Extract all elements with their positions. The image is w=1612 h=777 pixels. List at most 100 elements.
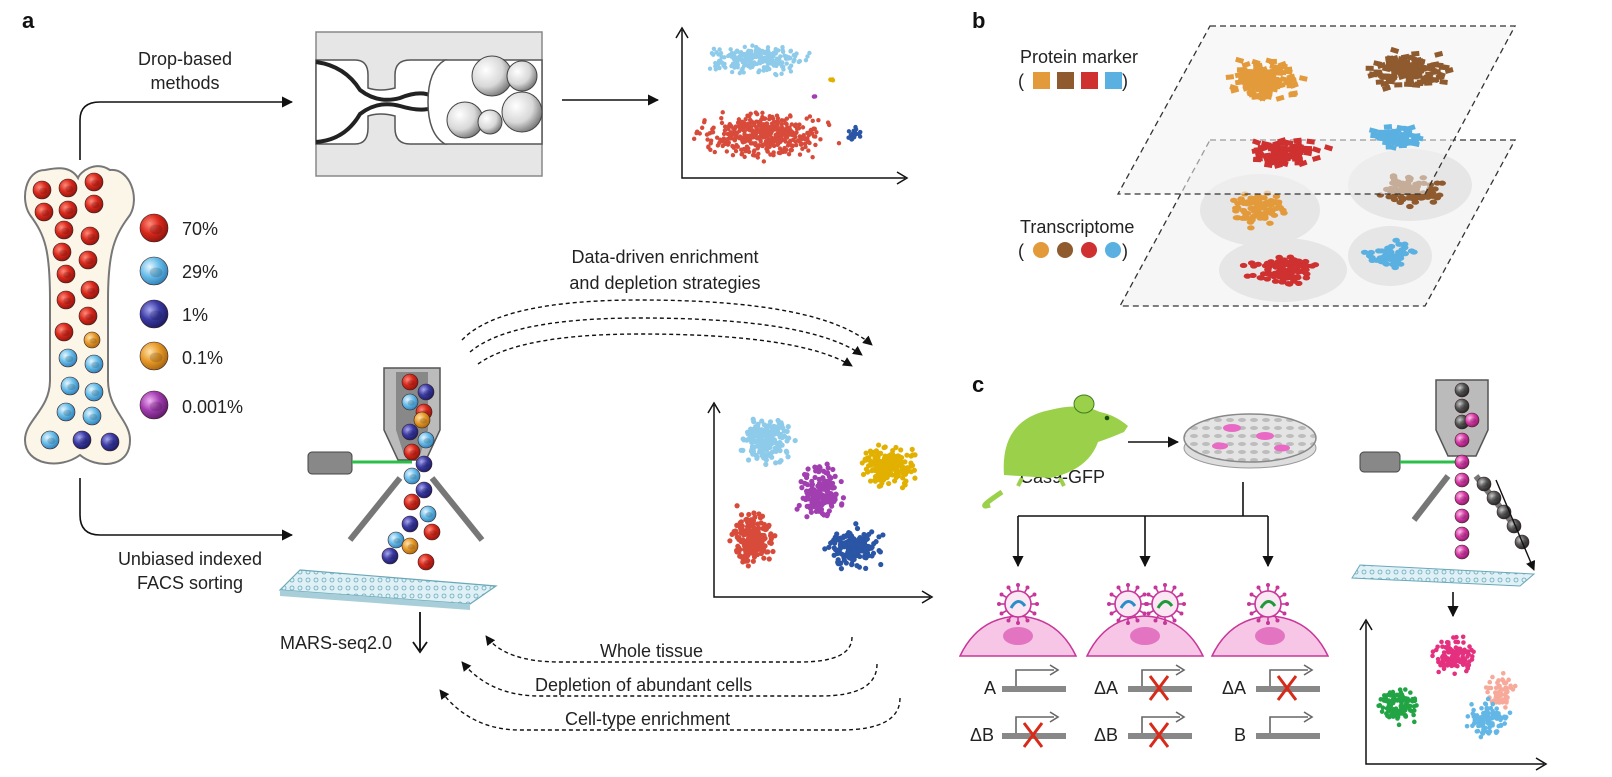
gene-locus [1002, 664, 1066, 692]
protein-marker [1377, 129, 1386, 135]
sorted-cell [415, 481, 433, 499]
scatter-point [850, 541, 856, 548]
transcript-marker [1385, 194, 1393, 200]
scatter-point [740, 126, 745, 132]
protein-marker [1434, 50, 1444, 58]
transcript-marker [1271, 278, 1280, 284]
droplet [446, 101, 484, 139]
sorted-cell [381, 547, 399, 565]
scatter-point [769, 61, 774, 66]
scatter-point [892, 478, 898, 484]
protein-marker [1269, 63, 1279, 70]
scatter-point [812, 126, 817, 132]
scatter-point [881, 461, 888, 468]
scatter-point [802, 141, 808, 146]
droplet [477, 109, 503, 135]
scatter-point [1453, 639, 1458, 645]
scatter-point [773, 125, 779, 131]
scatter-point [767, 114, 772, 119]
scatter-point [783, 448, 789, 454]
protein-marker [1225, 74, 1235, 81]
scatter-point [762, 428, 768, 434]
sorted-cell [1454, 432, 1470, 448]
scatter-point [754, 54, 759, 60]
scatter-point [1493, 729, 1499, 734]
scatter-point [1439, 639, 1444, 645]
transcript-marker [1389, 261, 1397, 268]
scatter-point [1445, 663, 1450, 668]
scatter-point [908, 460, 914, 466]
scatter-point [853, 131, 858, 137]
scatter-point [766, 556, 772, 562]
sorted-cell [401, 515, 419, 533]
sorted-cell [417, 383, 435, 401]
scatter-point [788, 69, 794, 74]
scatter-point [831, 492, 837, 498]
transcript-marker [1257, 275, 1266, 281]
scatter-point [739, 152, 744, 157]
transcriptome-open-paren: ( [1018, 241, 1024, 261]
scatter-point [724, 149, 730, 154]
scatter-point [904, 465, 910, 471]
scatter-point [826, 544, 832, 550]
transcript-marker [1265, 270, 1274, 277]
gene-locus [1256, 711, 1320, 739]
scatter-point [808, 509, 814, 515]
gene-locus [1128, 664, 1192, 701]
protein-marker [1422, 64, 1432, 72]
transcript-marker [1287, 267, 1296, 273]
transcript-marker [1429, 199, 1438, 205]
transcript-marker [1272, 193, 1281, 200]
scatter-point [754, 427, 760, 433]
scatter-point [828, 540, 834, 546]
protein-marker [1391, 69, 1400, 75]
scatter-point [887, 462, 893, 468]
scatter-point [765, 549, 771, 555]
protein-marker [1292, 146, 1302, 154]
scatter-point [736, 55, 741, 60]
red-cell [58, 178, 78, 198]
microfluidic-chip [315, 31, 543, 177]
scatter-point [846, 129, 852, 134]
transcript-marker [1252, 201, 1261, 207]
scatter-point [1410, 699, 1415, 704]
scatter-point [765, 45, 771, 50]
scatter-point [1477, 720, 1482, 726]
scatter-point [773, 47, 778, 52]
scatter-point [751, 149, 757, 154]
scatter-point [840, 495, 847, 501]
scatter-point [863, 565, 869, 571]
scatter-point [1453, 645, 1459, 650]
scatter-point [800, 125, 806, 130]
scatter-point [1383, 693, 1389, 698]
red-cell [56, 264, 76, 284]
scatter-point [789, 131, 794, 137]
protein-marker [1394, 82, 1403, 88]
scatter-point [853, 127, 859, 132]
scatter-point [787, 139, 792, 145]
virus-icon [1144, 583, 1186, 625]
perturbation-scatter-plot [1359, 618, 1548, 771]
scatter-point [773, 448, 779, 455]
protein-marker [1251, 81, 1260, 88]
scatter-point [874, 456, 881, 462]
scatter-point [871, 459, 877, 466]
scatter-point [756, 136, 761, 141]
transcript-marker [1396, 253, 1405, 259]
sorted-cell [401, 423, 419, 441]
scatter-point [761, 128, 766, 133]
legend-label-0-1: 0.1% [182, 348, 224, 368]
scatter-point [1399, 696, 1405, 702]
scatter-point [893, 444, 899, 451]
scatter-point [752, 439, 758, 445]
panel-letter-c: c [972, 372, 985, 397]
scatter-point [1384, 711, 1389, 716]
protein-marker [1387, 144, 1397, 151]
sorted-cell [423, 523, 441, 541]
protein-marker-label: Protein marker [1020, 47, 1139, 67]
scatter-point [1500, 670, 1506, 676]
transcript-marker [1274, 201, 1283, 207]
orange-cell [83, 331, 101, 349]
scatter-point [1465, 665, 1470, 670]
transcript-marker [1246, 199, 1254, 205]
